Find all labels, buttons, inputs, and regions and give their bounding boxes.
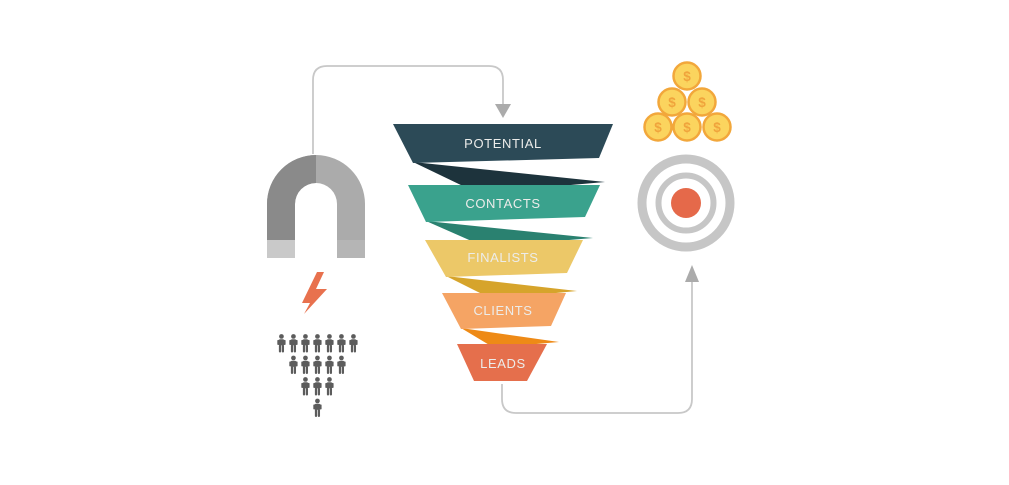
funnel-layer-clients bbox=[442, 293, 566, 329]
magnet-left-half bbox=[267, 155, 316, 258]
person-icon bbox=[325, 355, 334, 374]
coin-icon bbox=[687, 87, 717, 117]
funnel-layer-label: POTENTIAL bbox=[464, 136, 542, 151]
person-icon bbox=[349, 334, 358, 353]
funnel-fold-3 bbox=[446, 276, 577, 296]
arrow-line bbox=[501, 281, 693, 414]
lightning-bolt-icon bbox=[302, 272, 327, 314]
person-icon bbox=[313, 355, 322, 374]
funnel-layer-potential bbox=[393, 124, 613, 163]
funnel-fold-2 bbox=[426, 221, 593, 243]
funnel: POTENTIAL CONTACTS FINALISTS CLIENTS LEA… bbox=[393, 124, 613, 381]
arrowhead-down-icon bbox=[495, 104, 511, 118]
funnel-layer-label: FINALISTS bbox=[467, 250, 538, 265]
coins-stack: $ $ $ $ $ $ bbox=[643, 61, 732, 142]
dollar-symbol: $ bbox=[683, 69, 691, 84]
target-inner-ring bbox=[655, 172, 717, 234]
coin-icon bbox=[643, 112, 673, 142]
person-icon bbox=[325, 377, 334, 396]
funnel-fold-4 bbox=[461, 328, 559, 346]
person-icon bbox=[301, 355, 310, 374]
coin-icon bbox=[657, 87, 687, 117]
dollar-symbol: $ bbox=[654, 120, 662, 135]
arrowhead-up-icon bbox=[685, 265, 699, 282]
person-icon bbox=[337, 355, 346, 374]
magnet-right-tip bbox=[337, 240, 365, 258]
coin-symbols: $ $ $ $ $ $ bbox=[654, 69, 721, 135]
coin-icon bbox=[702, 112, 732, 142]
magnet-left-tip bbox=[267, 240, 295, 258]
person-icon bbox=[289, 334, 298, 353]
dollar-symbol: $ bbox=[668, 95, 676, 110]
coin-icon bbox=[672, 61, 702, 91]
person-icon bbox=[325, 334, 334, 353]
funnel-layer-label: CONTACTS bbox=[465, 196, 540, 211]
person-icon bbox=[313, 334, 322, 353]
arrow-magnet-to-funnel bbox=[312, 65, 511, 154]
target-icon bbox=[637, 154, 735, 252]
dollar-symbol: $ bbox=[683, 120, 691, 135]
person-icon bbox=[337, 334, 346, 353]
target-outer-ring bbox=[637, 154, 735, 252]
funnel-layer-leads bbox=[457, 344, 547, 381]
arrow-funnel-to-target bbox=[501, 265, 699, 414]
funnel-layer-finalists bbox=[425, 240, 583, 277]
dollar-symbol: $ bbox=[713, 120, 721, 135]
person-icon bbox=[301, 334, 310, 353]
coin-icon bbox=[672, 112, 702, 142]
magnet-icon bbox=[267, 155, 365, 258]
person-icon bbox=[313, 377, 322, 396]
person-icon bbox=[289, 355, 298, 374]
funnel-layer-label: LEADS bbox=[480, 356, 526, 371]
funnel-layer-contacts bbox=[408, 185, 600, 222]
person-icon bbox=[313, 398, 322, 417]
funnel-fold-1 bbox=[413, 162, 605, 187]
person-icon bbox=[301, 377, 310, 396]
dollar-symbol: $ bbox=[698, 95, 706, 110]
funnel-layer-label: CLIENTS bbox=[473, 303, 532, 318]
people-pyramid bbox=[277, 334, 358, 417]
target-bullseye-dot bbox=[671, 188, 701, 218]
person-icon bbox=[277, 334, 286, 353]
arrow-line bbox=[312, 65, 504, 154]
